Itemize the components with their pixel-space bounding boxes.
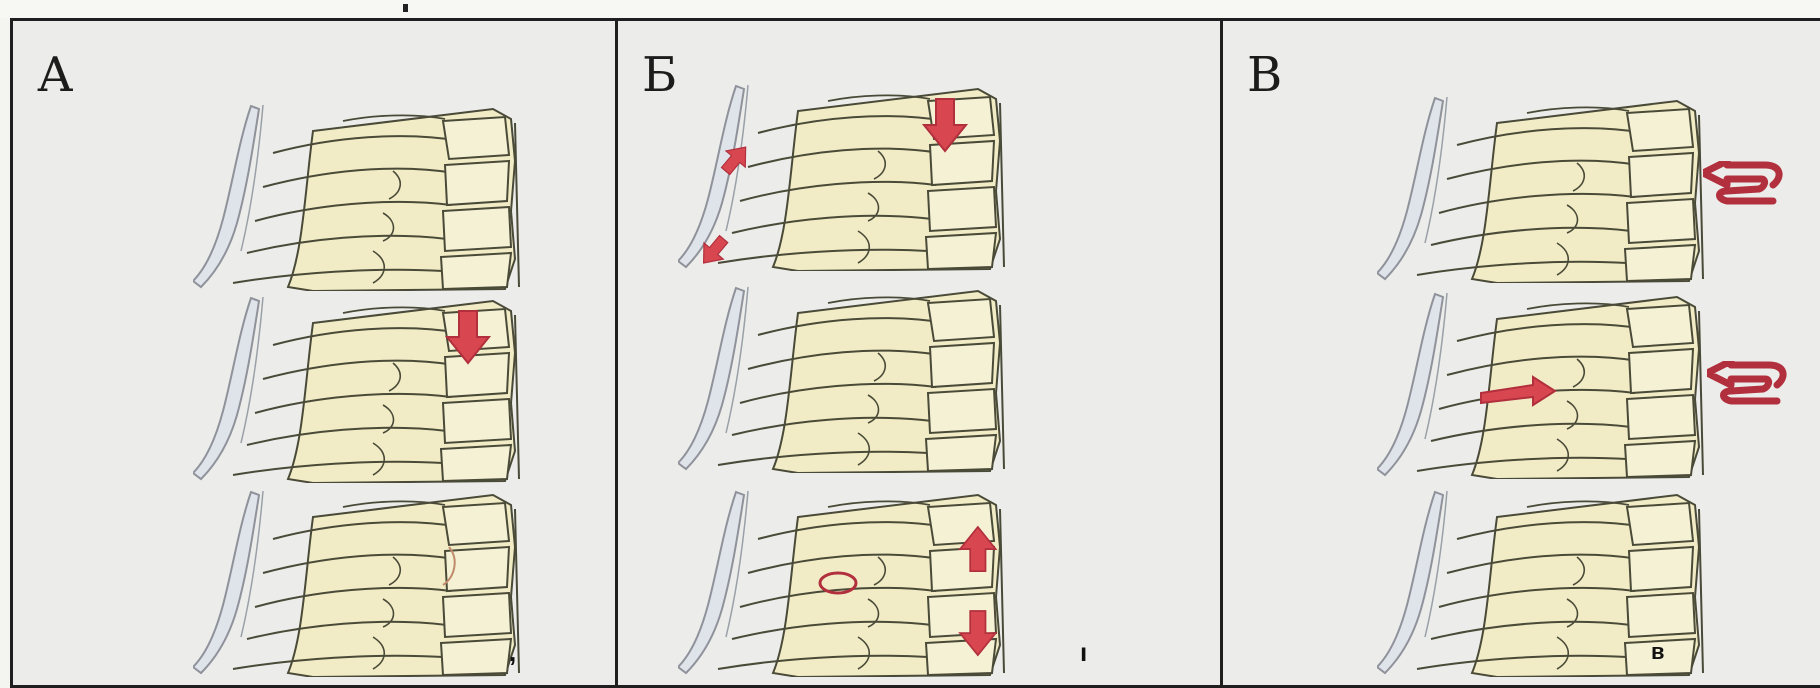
panel-label: А	[37, 51, 73, 99]
top-edge	[0, 0, 1820, 18]
panel-label: Б	[642, 51, 677, 99]
spine-illustration-a3	[193, 487, 523, 677]
panel-c: В в	[1220, 18, 1820, 688]
spine-illustration-a2	[193, 293, 523, 483]
spine-illustration-a1	[193, 101, 523, 291]
corner-mark: ,	[509, 639, 516, 665]
corner-mark: в	[1651, 641, 1665, 663]
panel-a: А ,	[10, 18, 618, 688]
spine-illustration-c2	[1377, 289, 1707, 479]
top-tick-mark	[403, 4, 408, 12]
spine-illustration-b3	[678, 487, 1008, 677]
curved-arrow-icon	[1703, 161, 1793, 205]
curved-arrow-icon	[1707, 361, 1797, 405]
spine-illustration-c1	[1377, 93, 1707, 283]
corner-mark: ı	[1080, 639, 1087, 665]
panel-b: Б ı	[615, 18, 1223, 688]
panel-label: В	[1247, 51, 1282, 99]
spine-illustration-b2	[678, 283, 1008, 473]
spine-illustration-b1	[678, 81, 1008, 271]
